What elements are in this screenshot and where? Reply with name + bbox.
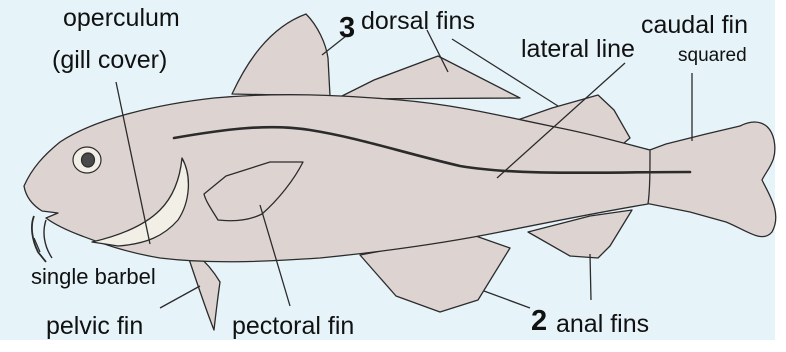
label-single-barbel: single barbel [31,266,156,288]
label-anal-count: 2 [531,307,547,336]
label-dorsal-fins: dorsal fins [361,9,475,34]
label-operculum: operculum [63,6,180,31]
label-caudal-fin: caudal fin [641,13,748,38]
second-dorsal-fin [336,56,520,99]
label-anal-fins: anal fins [556,312,649,337]
barbel-left [44,220,52,258]
label-pelvic-fin: pelvic fin [46,314,143,339]
label-pectoral-fin: pectoral fin [232,314,354,339]
pupil [82,153,95,167]
label-dorsal-count: 3 [339,14,355,43]
pelvic-fin [188,254,220,330]
leader-anal-fin-1 [484,291,530,308]
leader-pelvic-fin [160,286,200,308]
leader-anal-fin-2 [590,254,591,300]
label-lateral-line: lateral line [521,37,635,62]
label-squared: squared [678,46,747,65]
label-gill-cover: (gill cover) [52,48,167,73]
first-dorsal-fin [232,14,330,96]
